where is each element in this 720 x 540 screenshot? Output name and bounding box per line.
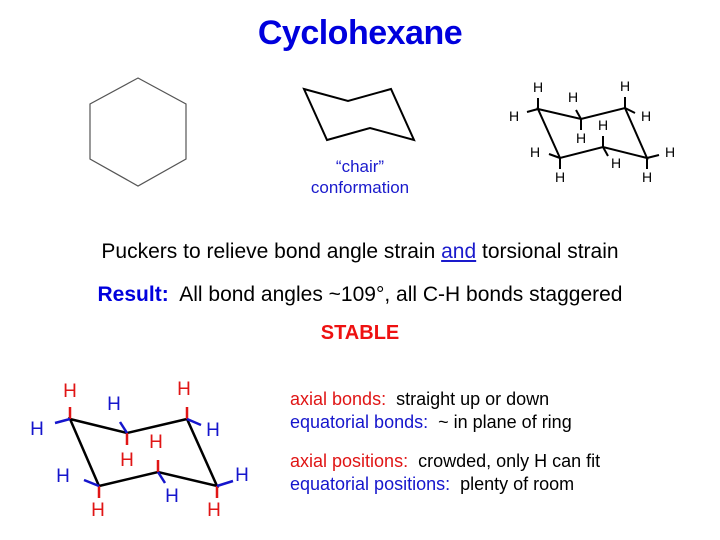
slide-title: Cyclohexane (257, 14, 463, 52)
svg-text:H: H (642, 169, 652, 185)
svg-text:H: H (598, 117, 608, 133)
result-label: Result: (97, 283, 169, 306)
definition-axial-positions: axial positions: crowded, only H can fit (290, 451, 601, 471)
chair-caption-line2: conformation (310, 178, 410, 197)
stable-label: STABLE (320, 322, 400, 344)
svg-text:H: H (177, 379, 191, 400)
definition-equatorial-positions: equatorial positions: plenty of room (290, 474, 575, 494)
svg-text:H: H (91, 500, 105, 521)
pucker-statement: Puckers to relieve bond angle strain and… (0, 240, 720, 264)
svg-text:H: H (509, 108, 519, 124)
svg-text:H: H (576, 130, 586, 146)
svg-text:H: H (149, 432, 163, 453)
chair-with-hydrogens-diagram (526, 97, 660, 169)
svg-text:H: H (611, 155, 621, 171)
pucker-text-before: Puckers to relieve bond angle strain (101, 240, 442, 263)
svg-text:H: H (235, 465, 249, 486)
result-statement: Result: All bond angles ~109°, all C-H b… (0, 283, 720, 307)
svg-text:H: H (555, 169, 565, 185)
svg-text:H: H (530, 144, 540, 160)
chair-h-labels: H H H H H H H H H H H H (509, 78, 675, 185)
svg-text:H: H (120, 450, 134, 471)
definition-equatorial-bonds: equatorial bonds: ~ in plane of ring (290, 412, 572, 432)
hexagon-diagram (89, 77, 187, 187)
svg-text:H: H (568, 89, 578, 105)
svg-text:H: H (165, 486, 179, 507)
pucker-text-after: torsional strain (476, 240, 619, 263)
chair-caption: “chair” conformation (280, 156, 440, 198)
svg-text:H: H (63, 381, 77, 402)
definitions-list: axial bonds: straight up or down equator… (290, 388, 600, 496)
chair-skeleton-diagram (302, 87, 416, 142)
svg-text:H: H (107, 394, 121, 415)
definition-axial-bonds: axial bonds: straight up or down (290, 389, 550, 409)
svg-text:H: H (206, 420, 220, 441)
chair-caption-line1: “chair” (335, 157, 385, 176)
svg-text:H: H (665, 144, 675, 160)
svg-text:H: H (56, 466, 70, 487)
svg-text:H: H (30, 419, 44, 440)
colored-chair-diagram: H H H H H H H H H H H H (30, 379, 249, 521)
pucker-emphasis: and (441, 240, 477, 263)
svg-text:H: H (641, 108, 651, 124)
svg-text:H: H (207, 500, 221, 521)
result-text: All bond angles ~109°, all C-H bonds sta… (168, 283, 623, 306)
svg-text:H: H (620, 78, 630, 94)
svg-text:H: H (533, 79, 543, 95)
